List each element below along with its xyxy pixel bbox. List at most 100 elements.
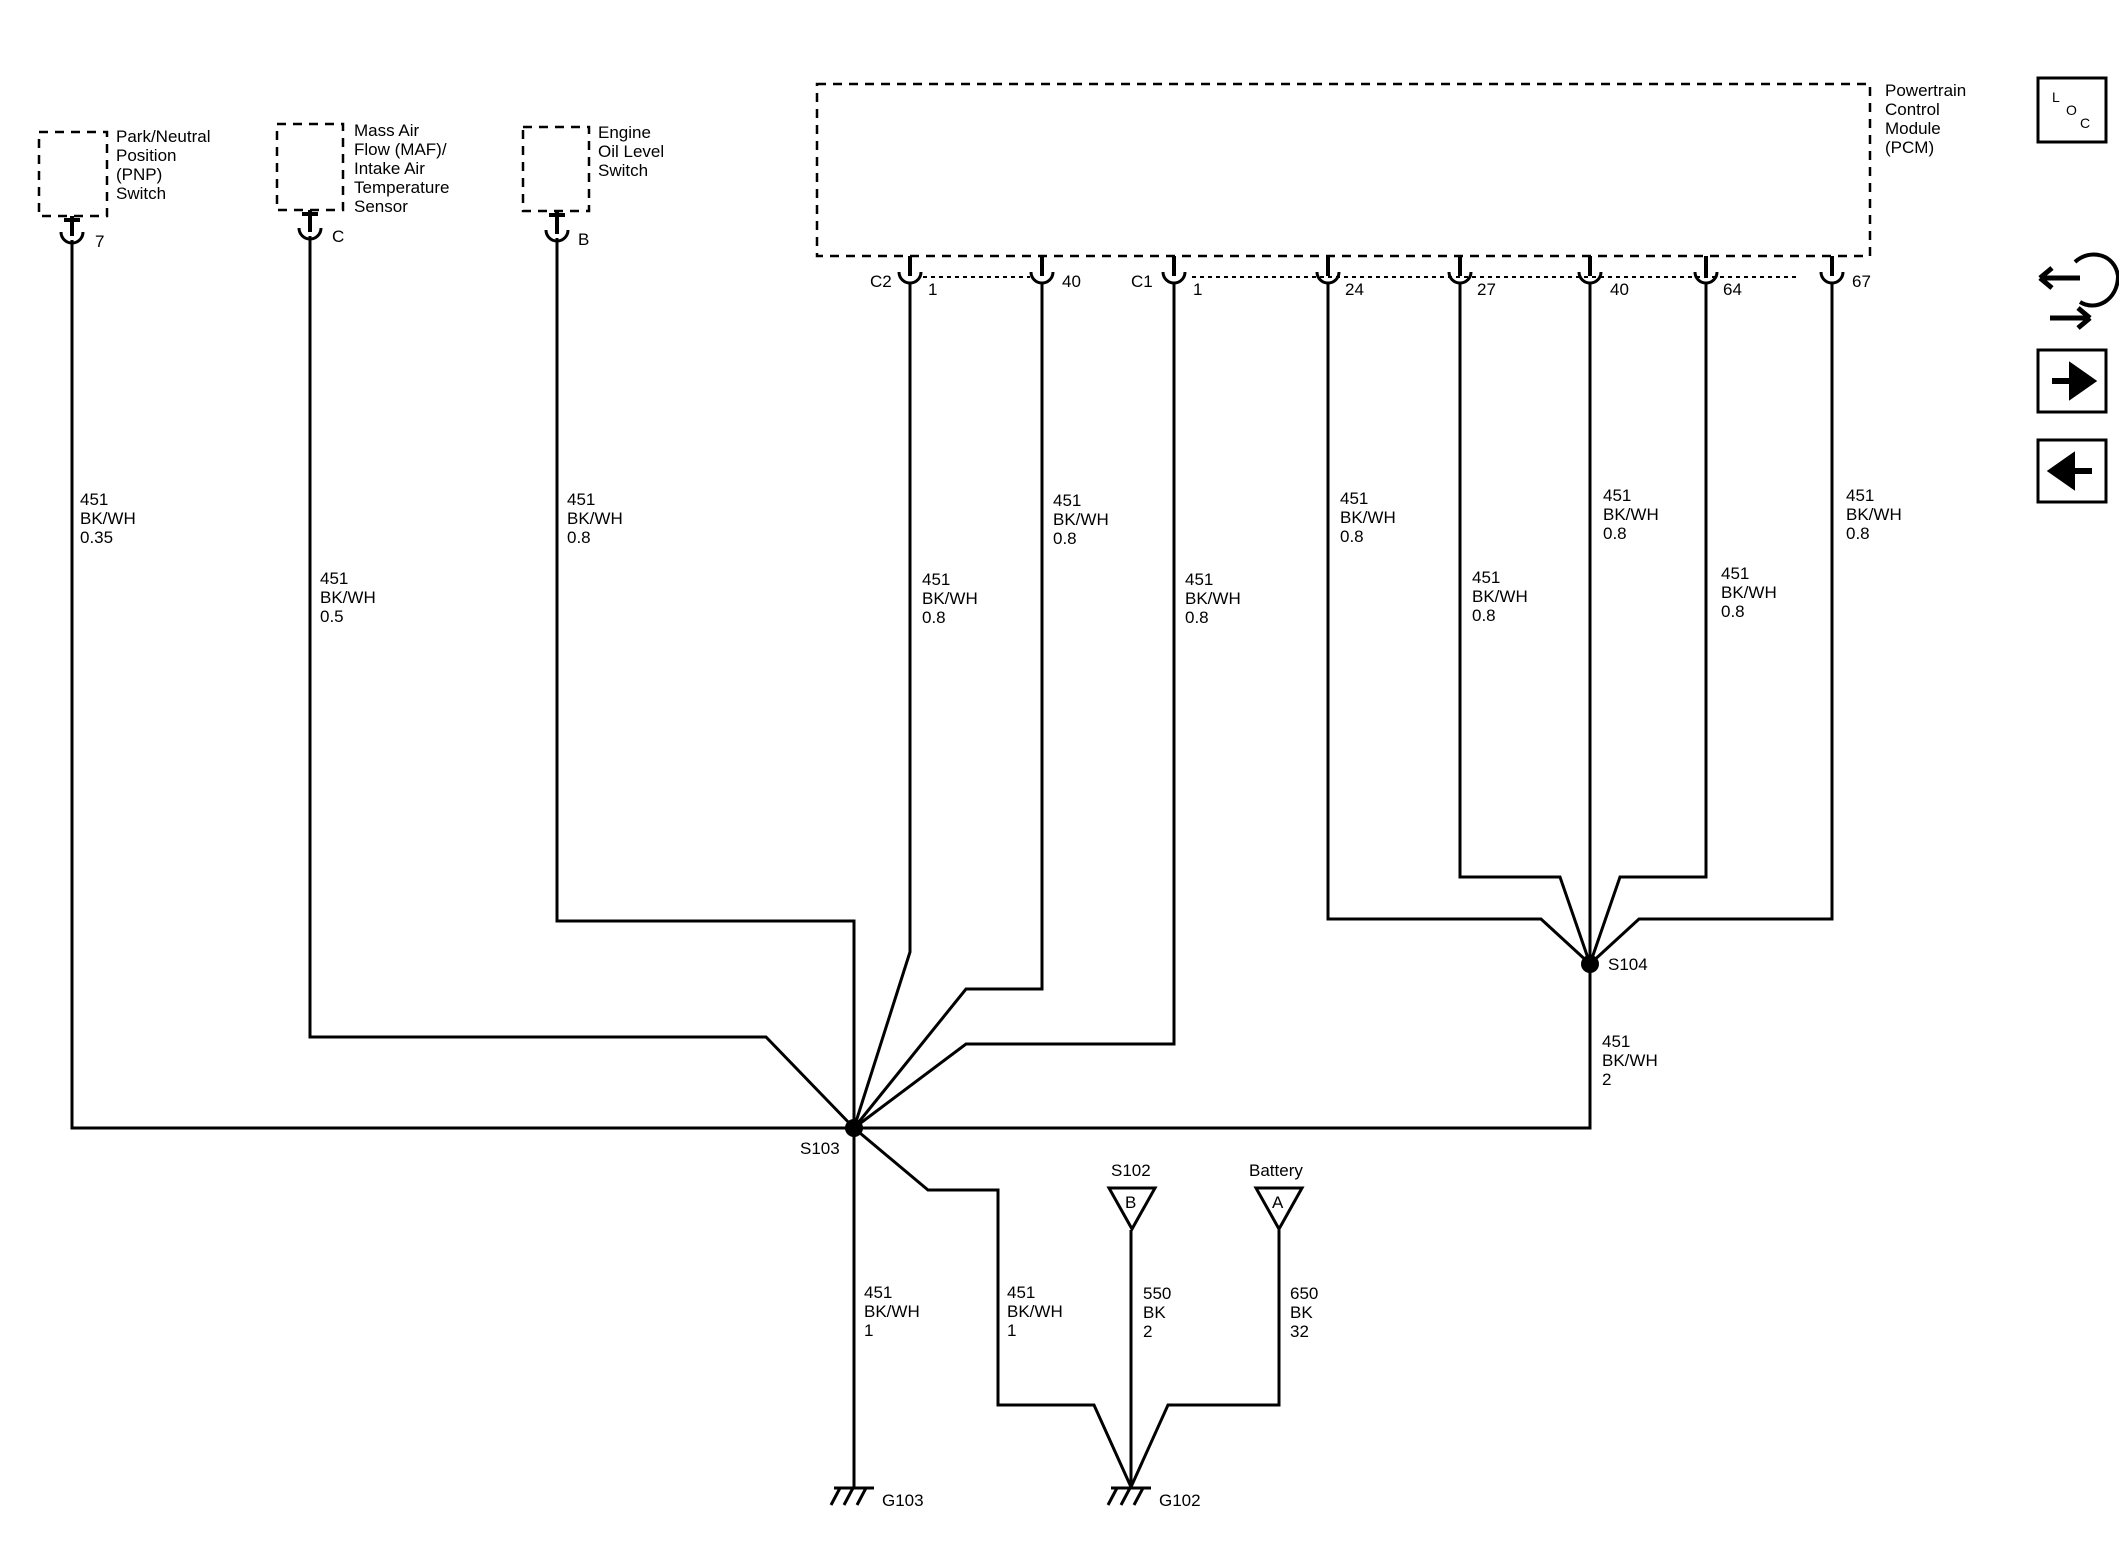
svg-text:2: 2 xyxy=(1143,1322,1152,1341)
svg-text:L: L xyxy=(2052,89,2060,105)
pin-label-c1-67: 67 xyxy=(1852,272,1871,291)
svg-text:451: 451 xyxy=(1053,491,1081,510)
maf-label-line: Intake Air xyxy=(354,159,425,178)
splice-s104-label: S104 xyxy=(1608,955,1648,974)
wire-c1-64 xyxy=(1588,283,1708,965)
pin-label-c1-1: 1 xyxy=(1193,280,1202,299)
svg-text:Switch: Switch xyxy=(598,161,648,180)
svg-text:Module: Module xyxy=(1885,119,1941,138)
svg-text:G102: G102 xyxy=(1159,1491,1201,1510)
svg-text:Mass Air: Mass Air xyxy=(354,121,420,140)
pin-pnp xyxy=(59,216,85,245)
svg-text:BK/WH: BK/WH xyxy=(1053,510,1109,529)
svg-text:BK/WH: BK/WH xyxy=(1340,508,1396,527)
svg-text:451: 451 xyxy=(864,1283,892,1302)
maf-label-line: Sensor xyxy=(354,197,408,216)
pin-label-pnp: 7 xyxy=(95,232,104,251)
svg-text:451: 451 xyxy=(1185,570,1213,589)
pcm-label-line: (PCM) xyxy=(1885,138,1934,157)
svg-text:1: 1 xyxy=(864,1321,873,1340)
svg-text:451: 451 xyxy=(1846,486,1874,505)
wire-label-s102-g102: 550 BK 2 xyxy=(1143,1284,1171,1341)
svg-text:BK: BK xyxy=(1143,1303,1166,1322)
svg-text:BK/WH: BK/WH xyxy=(1603,505,1659,524)
loc-icon[interactable]: L O C xyxy=(2036,76,2108,144)
pin-label-c1-27: 27 xyxy=(1477,280,1496,299)
pin-oil xyxy=(544,211,570,243)
svg-text:B: B xyxy=(1125,1193,1136,1212)
svg-text:650: 650 xyxy=(1290,1284,1318,1303)
svg-text:451: 451 xyxy=(1721,564,1749,583)
svg-text:451: 451 xyxy=(1602,1032,1630,1051)
svg-text:451: 451 xyxy=(1603,486,1631,505)
pnp-switch: Park/Neutral Position (PNP) Switch xyxy=(37,127,210,218)
pin-label-c1-24: 24 xyxy=(1345,280,1364,299)
arrow-right-icon[interactable] xyxy=(2036,348,2108,414)
svg-text:Control: Control xyxy=(1885,100,1940,119)
svg-text:C: C xyxy=(2080,115,2090,131)
splice-s103-label: S103 xyxy=(800,1139,840,1158)
wire-label-c2-40: 451 BK/WH 0.8 xyxy=(1053,491,1109,548)
svg-text:451: 451 xyxy=(1472,568,1500,587)
svg-text:0.35: 0.35 xyxy=(80,528,113,547)
wire-label-c1-1: 451 BK/WH 0.8 xyxy=(1185,570,1241,627)
svg-text:Sensor: Sensor xyxy=(354,197,408,216)
maf-label-line: Mass Air xyxy=(354,121,420,140)
wires xyxy=(70,236,1834,1488)
wire-label-c2-1: 451 BK/WH 0.8 xyxy=(922,570,978,627)
oil-label-line: Oil Level xyxy=(598,142,664,161)
pcm-label-line: Control xyxy=(1885,100,1940,119)
svg-text:Temperature: Temperature xyxy=(354,178,449,197)
wire-s103-g102 xyxy=(853,1126,1133,1488)
pin-label-c2-40: 40 xyxy=(1062,272,1081,291)
connector-label-c1: C1 xyxy=(1131,272,1153,291)
wire-battery-g102 xyxy=(1129,1230,1281,1488)
svg-text:550: 550 xyxy=(1143,1284,1171,1303)
svg-text:451: 451 xyxy=(1007,1283,1035,1302)
svg-text:32: 32 xyxy=(1290,1322,1309,1341)
s102-reference[interactable]: S102 B xyxy=(1106,1161,1158,1233)
pin-c1-27 xyxy=(1447,256,1473,285)
wire-c2-40 xyxy=(852,283,1044,1129)
svg-text:BK/WH: BK/WH xyxy=(320,588,376,607)
svg-text:Switch: Switch xyxy=(116,184,166,203)
svg-text:(PNP): (PNP) xyxy=(116,165,162,184)
svg-text:Position: Position xyxy=(116,146,176,165)
svg-text:O: O xyxy=(2066,102,2077,118)
pnp-label-line: (PNP) xyxy=(116,165,162,184)
battery-reference[interactable]: Battery A xyxy=(1249,1161,1305,1233)
arrow-left-icon[interactable] xyxy=(2036,438,2108,504)
pcm-module: Powertrain Control Module (PCM) xyxy=(815,81,1966,258)
svg-text:S102: S102 xyxy=(1111,1161,1151,1180)
ground-g102: G102 xyxy=(1106,1486,1201,1510)
svg-text:Flow (MAF)/: Flow (MAF)/ xyxy=(354,140,447,159)
svg-text:BK/WH: BK/WH xyxy=(922,589,978,608)
svg-text:1: 1 xyxy=(1007,1321,1016,1340)
svg-text:Intake Air: Intake Air xyxy=(354,159,425,178)
wire-c1-1 xyxy=(853,283,1176,1130)
pin-c1-64 xyxy=(1693,256,1719,285)
svg-text:2: 2 xyxy=(1602,1070,1611,1089)
svg-text:BK/WH: BK/WH xyxy=(80,509,136,528)
wire-c1-27 xyxy=(1458,283,1592,965)
pin-label-oil: B xyxy=(578,230,589,249)
svg-text:Engine: Engine xyxy=(598,123,651,142)
wire-label-oil: 451 BK/WH 0.8 xyxy=(567,490,623,547)
pin-c2-40 xyxy=(1029,256,1055,285)
pin-c1-67 xyxy=(1819,256,1845,285)
svg-text:Park/Neutral: Park/Neutral xyxy=(116,127,210,146)
pin-c1-1 xyxy=(1161,256,1187,285)
svg-text:451: 451 xyxy=(1340,489,1368,508)
svg-text:451: 451 xyxy=(320,569,348,588)
svg-text:0.8: 0.8 xyxy=(1340,527,1364,546)
pin-label-maf: C xyxy=(332,227,344,246)
wire-label-c1-24: 451 BK/WH 0.8 xyxy=(1340,489,1396,546)
wire-oil xyxy=(555,238,856,1128)
svg-text:0.5: 0.5 xyxy=(320,607,344,626)
wire-label-c1-27: 451 BK/WH 0.8 xyxy=(1472,568,1528,625)
wire-label-c1-67: 451 BK/WH 0.8 xyxy=(1846,486,1902,543)
wire-label-c1-40: 451 BK/WH 0.8 xyxy=(1603,486,1659,543)
maf-label-line: Temperature xyxy=(354,178,449,197)
harness-icon[interactable] xyxy=(2038,252,2119,330)
svg-text:BK/WH: BK/WH xyxy=(1721,583,1777,602)
